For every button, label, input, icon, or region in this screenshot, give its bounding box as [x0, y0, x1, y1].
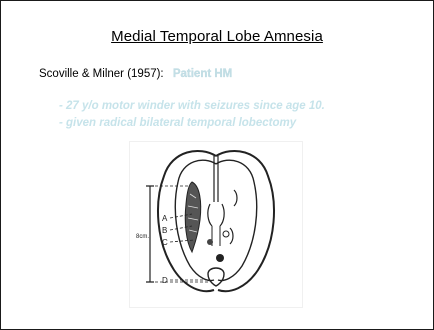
citation-text: Scoville & Milner (1957): [39, 68, 164, 80]
label-d: D [162, 276, 168, 285]
bullet-list: - 27 y/o motor winder with seizures sinc… [59, 98, 325, 132]
label-a: A [162, 214, 168, 223]
label-b: B [162, 226, 167, 235]
bullet-item: - given radical bilateral temporal lobec… [59, 115, 325, 132]
brain-diagram-svg: A B C D 8cm. [130, 142, 302, 307]
label-c: C [162, 238, 168, 247]
measure-label: 8cm. [136, 234, 149, 240]
patient-name: Patient HM [173, 68, 232, 80]
lesion-area [185, 182, 200, 252]
slide-title: Medial Temporal Lobe Amnesia [1, 28, 433, 45]
citation-line: Scoville & Milner (1957): Patient HM [39, 68, 232, 80]
brain-diagram: A B C D 8cm. [129, 141, 303, 308]
bullet-item: - 27 y/o motor winder with seizures sinc… [59, 98, 325, 115]
